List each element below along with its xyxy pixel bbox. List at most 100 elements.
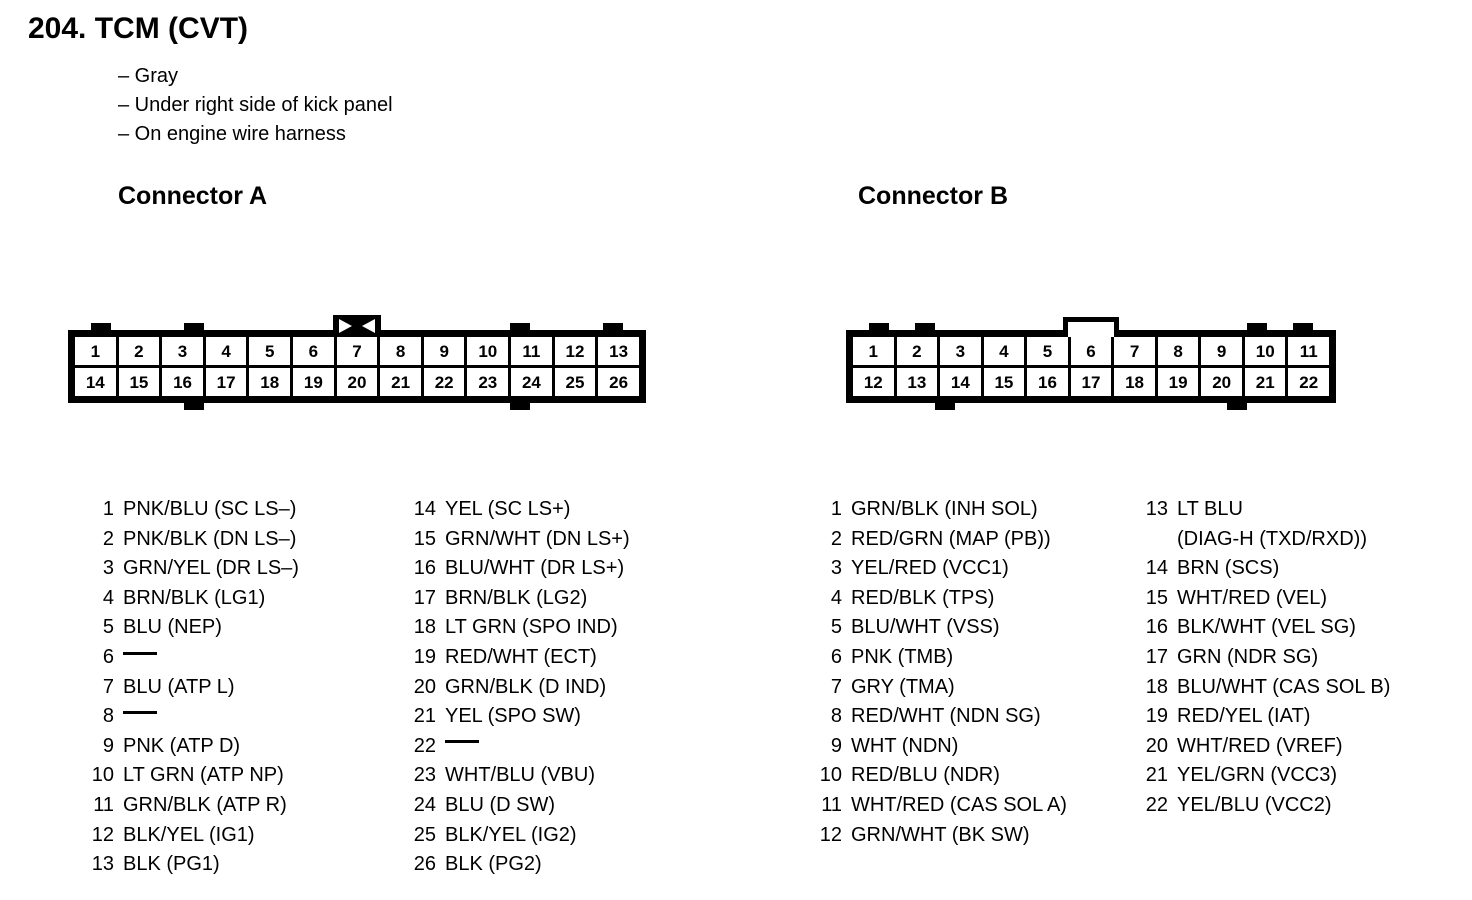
connector-b-tab-top-second-right: [1247, 323, 1267, 337]
connector-a-pin-label-12: BLK/YEL (IG1): [123, 823, 255, 846]
pin-entry: 22: [408, 732, 708, 762]
connector-a-pin-26: 26: [598, 368, 639, 396]
connector-a-pin-label-21: YEL (SPO SW): [445, 705, 581, 728]
connector-b-pin-13: 13: [896, 368, 938, 396]
connector-b-pin-label-18: BLU/WHT (CAS SOL B): [1177, 675, 1391, 698]
connector-a-pin-15: 15: [118, 368, 160, 396]
connector-b-pin-label-15: WHT/RED (VEL): [1177, 586, 1327, 609]
connector-a-pin-1: 1: [75, 337, 116, 365]
connector-b-pin-18: 18: [1114, 368, 1155, 396]
connector-b-pin-number-22: 22: [1145, 793, 1168, 816]
connector-a-pin-17: 17: [205, 368, 247, 396]
connector-b-pin-number-13: 13: [1145, 498, 1168, 520]
connector-b-pin-number-9: 9: [830, 734, 842, 757]
connector-a-pin-23: 23: [467, 368, 509, 396]
spec-item: – Under right side of kick panel: [118, 94, 393, 116]
connector-a-pin-number-26: 26: [413, 853, 436, 876]
connector-a-pin-10: 10: [467, 337, 509, 365]
pin-entry: 6: [86, 643, 386, 673]
connector-b-pin-label-9: WHT (NDN): [851, 734, 959, 757]
connector-b-pin-label-2: RED/GRN (MAP (PB)): [851, 527, 1051, 550]
connector-a-pin-number-19: 19: [413, 645, 436, 668]
connector-a-pin-number-23: 23: [413, 764, 436, 787]
connector-b-pin-17: 17: [1070, 368, 1112, 396]
connector-a-pin-number-22: 22: [413, 734, 436, 757]
connector-b-pin-label-20: WHT/RED (VREF): [1177, 734, 1343, 757]
connector-b-pin-3: 3: [940, 337, 981, 365]
connector-a-pin-number-20: 20: [413, 675, 436, 698]
connector-b-pin-number-6: 6: [830, 645, 842, 668]
connector-a-tab-top-mid-right: [510, 323, 530, 337]
connector-a-pin-25: 25: [554, 368, 596, 396]
connector-a-pin-number-16: 16: [413, 557, 436, 580]
connector-a-pin-13: 13: [598, 337, 639, 365]
connector-b-pin-22: 22: [1288, 368, 1330, 396]
connector-a-pin-label-4: BRN/BLK (LG1): [123, 586, 266, 609]
connector-a-pin-6: 6: [293, 337, 334, 365]
connector-a-pin-label-23: WHT/BLU (VBU): [445, 764, 595, 787]
connector-a-pin-number-25: 25: [413, 823, 436, 846]
connector-b-tab-top-left: [869, 323, 889, 337]
connector-b-pin-label-16: BLK/WHT (VEL SG): [1177, 616, 1356, 639]
connector-b-pin-label-12: GRN/WHT (BK SW): [851, 823, 1030, 846]
connector-a-pin-14: 14: [75, 368, 116, 396]
connector-b-pin-14: 14: [940, 368, 981, 396]
connector-a-pin-label-11: GRN/BLK (ATP R): [123, 793, 287, 816]
connector-b-pin-number-17: 17: [1145, 645, 1168, 668]
spec-item: – On engine wire harness: [118, 123, 346, 145]
connector-a-pin-number-9: 9: [102, 734, 114, 757]
connector-a-pin-number-14: 14: [413, 498, 436, 520]
connector-b-pin-number-18: 18: [1145, 675, 1168, 698]
connector-a-pin-label-17: BRN/BLK (LG2): [445, 586, 588, 609]
connector-b-pin-11: 11: [1288, 337, 1330, 365]
page-title: 204. TCM (CVT): [28, 12, 249, 45]
connector-a-pin-number-10: 10: [91, 764, 114, 787]
connector-a-pin-number-24: 24: [413, 793, 436, 816]
connector-b-pin-number-2: 2: [830, 527, 842, 550]
connector-b-pin-2: 2: [896, 337, 938, 365]
connector-a-pin-number-5: 5: [102, 616, 114, 639]
connector-b-pin-6: 6: [1070, 337, 1112, 365]
connector-a-pin-number-13: 13: [91, 853, 114, 876]
connector-a-pin-11: 11: [511, 337, 552, 365]
connector-a-pin-number-8: 8: [102, 705, 114, 728]
connector-a-pin-number-15: 15: [413, 527, 436, 550]
connector-a-pin-2: 2: [118, 337, 160, 365]
connector-a-pin-18: 18: [249, 368, 291, 396]
connector-a-pin-number-2: 2: [102, 527, 114, 550]
connector-b-pin-15: 15: [983, 368, 1025, 396]
connector-b-pin-10: 10: [1244, 337, 1286, 365]
connector-a-pin-16: 16: [162, 368, 203, 396]
connector-a-pin-7: 7: [336, 337, 378, 365]
connector-b-pin-number-1: 1: [830, 498, 842, 520]
connector-b-pin-number-16: 16: [1145, 616, 1168, 639]
connector-a-pin-label-22: [436, 732, 479, 762]
connector-b-pin-label-1: GRN/BLK (INH SOL): [851, 498, 1038, 520]
connector-a-pin-number-1: 1: [102, 498, 114, 520]
connector-a-pin-21: 21: [380, 368, 421, 396]
connector-a-pin-number-11: 11: [93, 793, 114, 816]
connector-b-heading: Connector B: [858, 182, 1008, 210]
